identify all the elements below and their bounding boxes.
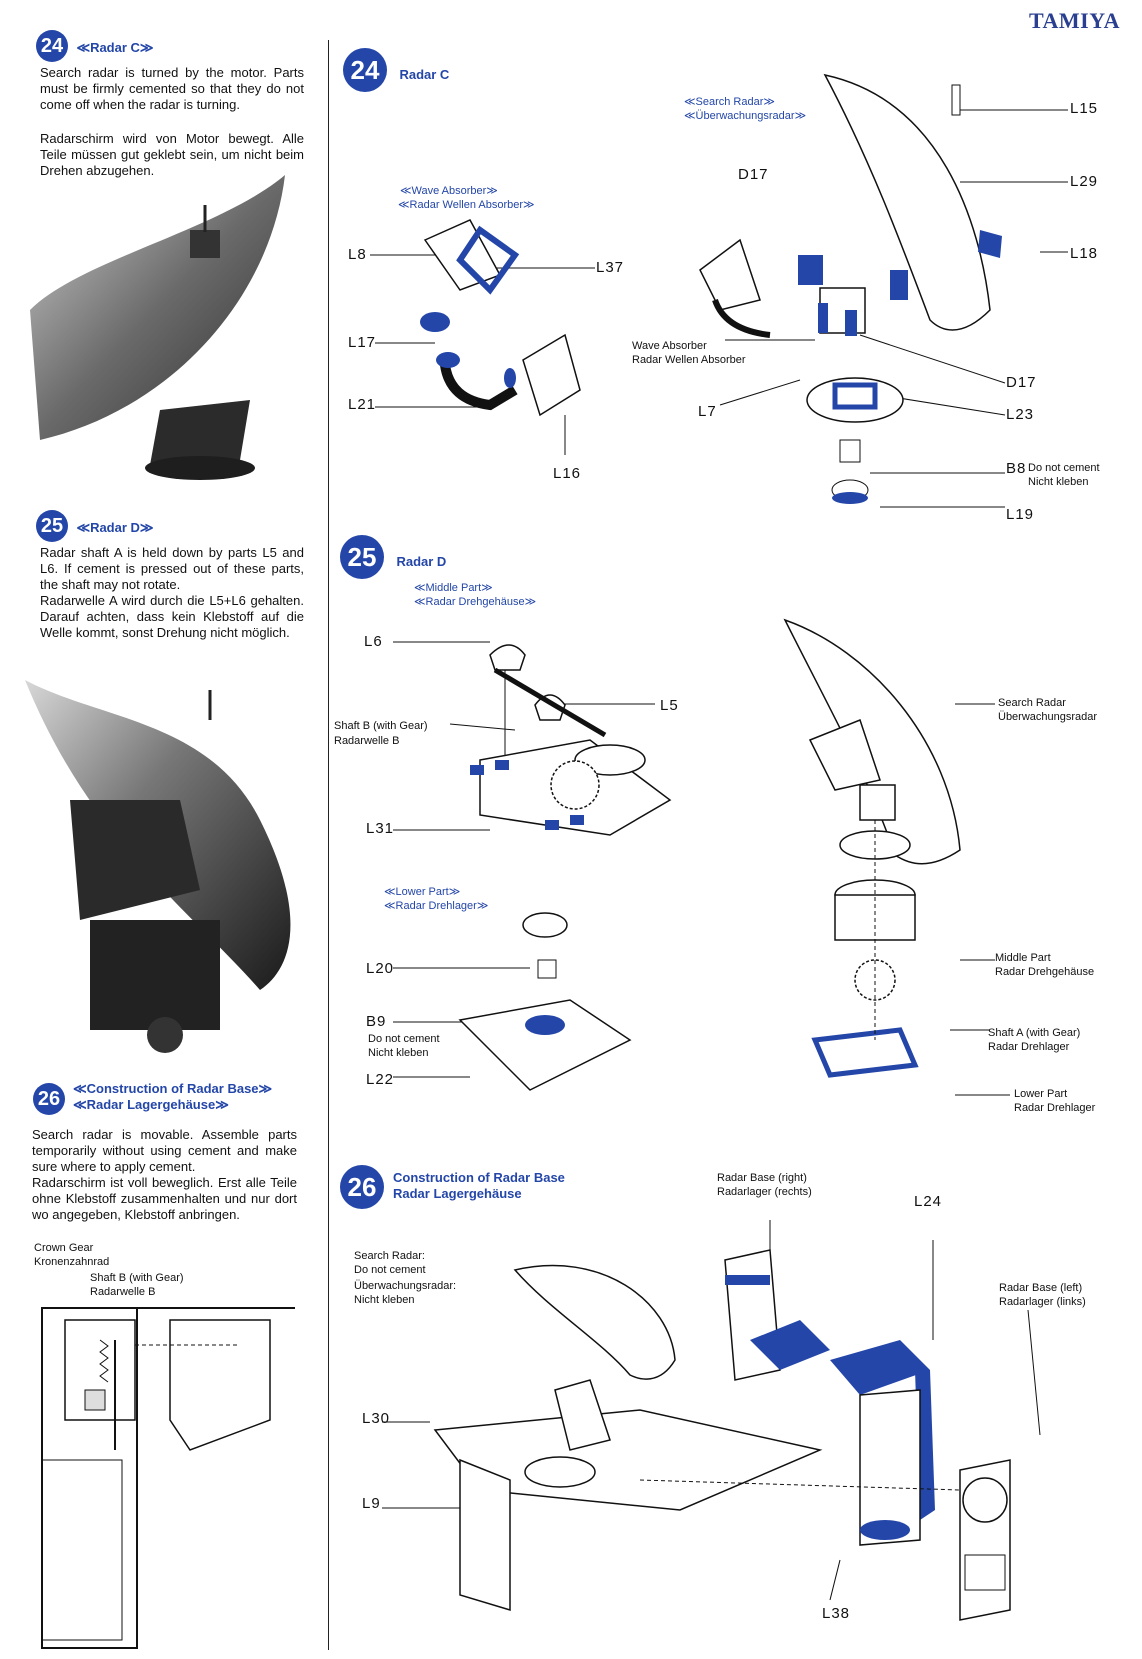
- radar-d-photo: [25, 680, 291, 1053]
- step-title: ≪Radar D≫: [76, 519, 154, 535]
- part-label: L16: [553, 465, 582, 482]
- step-title-en: ≪Construction of Radar Base≫: [73, 1081, 273, 1096]
- b9-note-de: Nicht kleben: [368, 1047, 429, 1059]
- part-label: L5: [660, 697, 679, 714]
- wave-absorber-callout: Wave Absorber: [632, 340, 707, 352]
- crown-gear-label-de: Kronenzahnrad: [34, 1256, 110, 1268]
- radar-base-left-label-de: Radarlager (links): [999, 1296, 1086, 1308]
- radar-c-assembly-diagram: [370, 73, 1068, 508]
- step-title-de: Radar Lagergehäuse: [393, 1186, 522, 1201]
- step-number-badge: 24: [343, 48, 387, 92]
- part-label: L24: [914, 1193, 943, 1210]
- radar-c-photo: [30, 175, 285, 480]
- left-column: 24 ≪Radar C≫ Search radar is turned by t…: [0, 0, 325, 1659]
- shaft-a-callout: Shaft A (with Gear): [988, 1027, 1081, 1039]
- step-number-badge: 24: [36, 30, 68, 62]
- part-label: L15: [1070, 100, 1099, 117]
- part-label: L7: [698, 403, 717, 420]
- step-number-badge: 25: [340, 535, 384, 579]
- b8-note: Do not cement: [1028, 462, 1100, 474]
- middle-part-label-de: ≪Radar Drehgehäuse≫: [414, 596, 537, 608]
- radar-d-assembly-diagram: [393, 618, 1010, 1096]
- wave-absorber-callout-de: Radar Wellen Absorber: [632, 354, 746, 366]
- search-radar-note-2: Do not cement: [354, 1264, 426, 1276]
- lower-part-label-de: ≪Radar Drehlager≫: [384, 900, 489, 912]
- lower-part-callout-de: Radar Drehlager: [1014, 1102, 1096, 1114]
- part-label: L8: [348, 246, 367, 263]
- search-radar-note-de: Überwachungsradar:: [354, 1280, 457, 1292]
- wave-absorber-label: ≪Wave Absorber≫: [400, 185, 498, 197]
- left-step-24-text-en: Search radar is turned by the motor. Par…: [40, 65, 304, 112]
- left-step-25-text-en: Radar shaft A is held down by parts L5 a…: [40, 545, 304, 592]
- search-radar-note: Search Radar:: [354, 1250, 425, 1262]
- left-step-26-text-en: Search radar is movable. Assemble parts …: [32, 1127, 297, 1174]
- step-title: ≪Radar C≫: [76, 39, 154, 55]
- step-title-en: Construction of Radar Base: [393, 1170, 565, 1185]
- step-title: Radar C: [399, 67, 450, 83]
- part-label: L20: [366, 960, 395, 977]
- b9-note: Do not cement: [368, 1033, 440, 1045]
- crown-gear-label: Crown Gear: [34, 1242, 94, 1254]
- left-step-24-heading: 24 ≪Radar C≫: [36, 30, 154, 62]
- radar-base-right-label-de: Radarlager (rechts): [717, 1186, 812, 1198]
- step-title-de: ≪Radar Lagergehäuse≫: [73, 1097, 229, 1112]
- shaft-b-label: Shaft B (with Gear): [90, 1272, 184, 1284]
- part-label: L30: [362, 1410, 391, 1427]
- radar-base-right-label: Radar Base (right): [717, 1172, 807, 1184]
- part-label: L19: [1006, 506, 1035, 523]
- b8-note-de: Nicht kleben: [1028, 476, 1089, 488]
- part-label: L9: [362, 1495, 381, 1512]
- step-number-badge: 25: [36, 510, 68, 542]
- part-label: L23: [1006, 406, 1035, 423]
- middle-part-callout-de: Radar Drehgehäuse: [995, 966, 1095, 978]
- right-step-25-heading: 25 Radar D: [340, 535, 446, 579]
- part-label: B8: [1006, 460, 1027, 477]
- step-title: Radar D: [396, 554, 447, 570]
- lower-part-label: ≪Lower Part≫: [384, 886, 461, 898]
- shaft-cross-section-diagram: [41, 1307, 295, 1649]
- brand-logo: TAMIYA: [1028, 8, 1120, 33]
- part-label: L17: [348, 334, 377, 351]
- shaft-b-label-de: Radarwelle B: [90, 1286, 156, 1298]
- left-step-24-text-de: Radarschirm wird von Motor bewegt. Alle …: [40, 131, 304, 178]
- shaft-a-callout-de: Radar Drehlager: [988, 1041, 1070, 1053]
- radar-base-assembly-diagram: [382, 1220, 1041, 1621]
- right-step-24-heading: 24 Radar C: [343, 48, 449, 92]
- right-column: [328, 40, 1119, 1650]
- step-number-badge: 26: [340, 1165, 384, 1209]
- part-label: L38: [822, 1605, 851, 1622]
- shaft-b-label: Shaft B (with Gear): [334, 720, 428, 732]
- part-label: D17: [1006, 374, 1037, 391]
- left-step-25-text-de: Radarwelle A wird durch die L5+L6 gehalt…: [40, 593, 304, 640]
- lower-part-callout: Lower Part: [1014, 1088, 1068, 1100]
- middle-part-callout: Middle Part: [995, 952, 1051, 964]
- radar-base-left-label: Radar Base (left): [999, 1282, 1083, 1294]
- part-label: L37: [596, 259, 625, 276]
- part-label: D17: [738, 166, 769, 183]
- part-label: L22: [366, 1071, 395, 1088]
- search-radar-label-de: ≪Überwachungsradar≫: [684, 110, 807, 122]
- left-step-25-heading: 25 ≪Radar D≫: [36, 510, 154, 542]
- middle-part-label: ≪Middle Part≫: [414, 582, 493, 594]
- search-radar-callout: Search Radar: [998, 697, 1066, 709]
- search-radar-note-de-2: Nicht kleben: [354, 1294, 415, 1306]
- right-step-26-heading: 26: [340, 1165, 384, 1209]
- part-label: L6: [364, 633, 383, 650]
- left-step-26-text-de: Radarschirm ist voll beweglich. Erst all…: [32, 1175, 297, 1222]
- step-number-badge: 26: [33, 1083, 65, 1115]
- search-radar-label: ≪Search Radar≫: [684, 96, 775, 108]
- part-label: L31: [366, 820, 395, 837]
- left-step-26-heading: 26 ≪Construction of Radar Base≫ ≪Radar L…: [33, 1081, 272, 1115]
- shaft-b-label-de: Radarwelle B: [334, 735, 400, 747]
- search-radar-callout-de: Überwachungsradar: [998, 711, 1098, 723]
- part-label: L29: [1070, 173, 1099, 190]
- wave-absorber-label-de: ≪Radar Wellen Absorber≫: [398, 199, 535, 211]
- part-label: L18: [1070, 245, 1099, 262]
- part-label: B9: [366, 1013, 387, 1030]
- part-label: L21: [348, 396, 377, 413]
